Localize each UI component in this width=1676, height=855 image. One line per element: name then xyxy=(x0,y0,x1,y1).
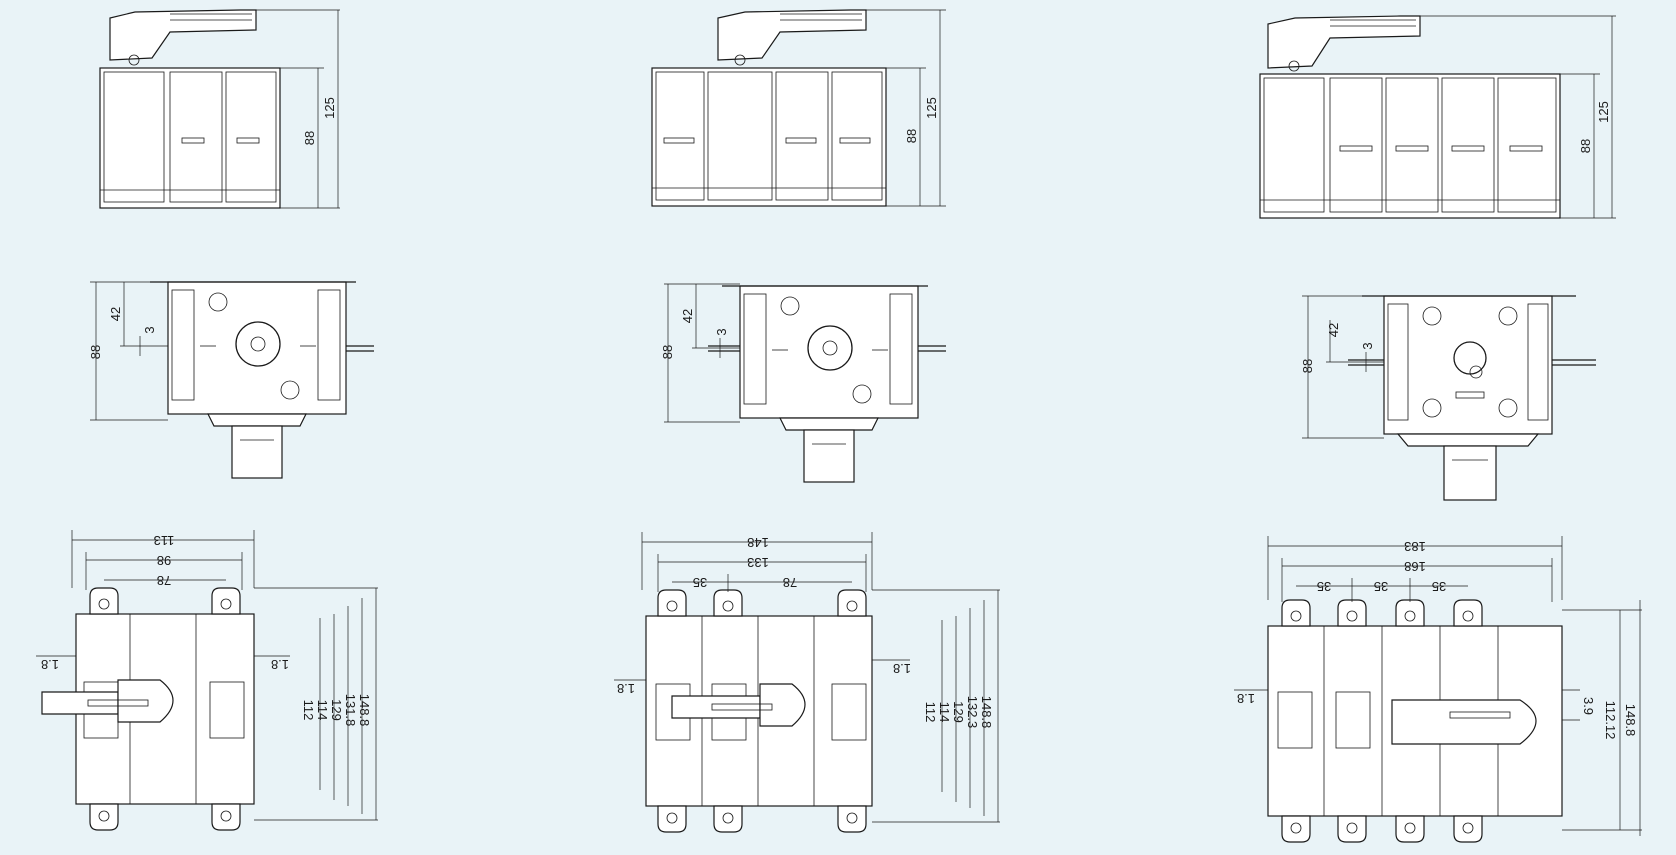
dim-base-left-offset-v3: 1.8 xyxy=(1237,691,1255,706)
dim-front-88-v2: 88 xyxy=(660,345,675,359)
dim-base-pitch-35-v2: 35 xyxy=(693,575,707,590)
dim-base-pitch-35-a-v3: 35 xyxy=(1317,579,1331,594)
dim-base-h-114-v1: 114 xyxy=(315,700,330,721)
dim-front-3-v1: 3 xyxy=(142,326,157,333)
dim-front-88-v1: 88 xyxy=(88,345,103,359)
dim-base-right-offset-v3: 3.9 xyxy=(1581,697,1596,715)
dim-base-h-114-v2: 114 xyxy=(937,702,952,723)
dim-front-42-v2: 42 xyxy=(680,309,695,323)
front-view-5-pole xyxy=(1302,295,1596,501)
dim-side-125-v3: 125 xyxy=(1596,101,1611,123)
base-view-5-pole xyxy=(1234,536,1642,843)
side-view-4-pole xyxy=(651,9,946,207)
dim-base-width-183-v3: 183 xyxy=(1404,539,1426,554)
dim-base-width-78-v2: 78 xyxy=(783,575,797,590)
dim-base-h-148-8-v2: 148.8 xyxy=(979,696,994,729)
dim-front-42-v3: 42 xyxy=(1326,323,1341,337)
dim-side-125-v1: 125 xyxy=(322,97,337,119)
dim-base-width-168-v3: 168 xyxy=(1404,559,1426,574)
dim-base-h-112-v1: 112 xyxy=(301,700,316,721)
dim-side-88-v1: 88 xyxy=(302,131,317,145)
front-view-4-pole xyxy=(664,283,946,483)
dim-base-right-offset-v1: 1.8 xyxy=(271,657,289,672)
side-view-3-pole xyxy=(99,9,340,209)
dim-base-h-112-v2: 112 xyxy=(923,702,938,723)
dim-side-125-v2: 125 xyxy=(924,97,939,119)
dim-front-42-v1: 42 xyxy=(108,307,123,321)
dim-base-h-129-v1: 129 xyxy=(329,699,344,721)
dim-base-h-132-3-v2: 132.3 xyxy=(965,696,980,729)
dim-base-width-113-v1: 113 xyxy=(154,533,175,548)
dim-base-right-offset-v2: 1.8 xyxy=(893,661,911,676)
dim-base-width-98-v1: 98 xyxy=(157,553,171,568)
dim-base-h-148-8-v3: 148.8 xyxy=(1623,704,1638,737)
dim-base-width-133-v2: 133 xyxy=(747,555,769,570)
base-view-4-pole xyxy=(614,532,1000,833)
dim-base-pitch-35-b-v3: 35 xyxy=(1374,579,1388,594)
dim-front-3-v3: 3 xyxy=(1360,342,1375,349)
dim-front-3-v2: 3 xyxy=(714,328,729,335)
front-view-3-pole xyxy=(90,281,374,479)
dim-side-88-v2: 88 xyxy=(904,129,919,143)
base-view-3-pole xyxy=(36,530,378,831)
dim-base-left-offset-v1: 1.8 xyxy=(41,657,59,672)
dim-base-left-offset-v2: 1.8 xyxy=(617,681,635,696)
dim-side-88-v3: 88 xyxy=(1578,139,1593,153)
dim-base-h-129-v2: 129 xyxy=(951,701,966,723)
dim-base-width-78-v1: 78 xyxy=(157,573,171,588)
side-view-5-pole xyxy=(1259,15,1616,219)
dim-base-width-148-v2: 148 xyxy=(747,535,769,550)
dim-base-h-112-12-v3: 112.12 xyxy=(1603,701,1618,740)
dim-base-h-131-8-v1: 131.8 xyxy=(343,694,358,727)
dim-base-pitch-35-c-v3: 35 xyxy=(1432,579,1446,594)
dim-front-88-v3: 88 xyxy=(1300,359,1315,373)
dim-base-h-148-8-v1: 148.8 xyxy=(357,694,372,727)
